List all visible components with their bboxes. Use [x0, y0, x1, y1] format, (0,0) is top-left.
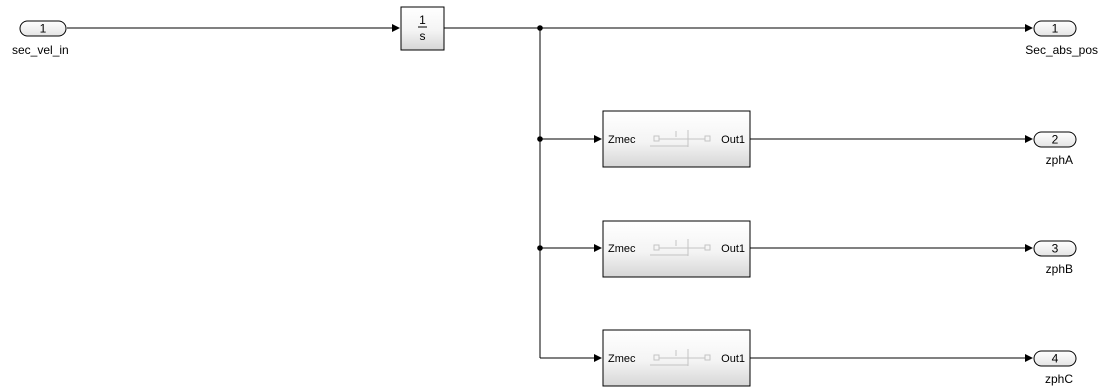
subsystem-1-output-label: Out1 [721, 134, 745, 146]
outport-zphb[interactable]: 3 zphB [1033, 240, 1077, 276]
outport-4-name: zphC [1045, 372, 1073, 386]
subsystem-1-input-label: Zmec [608, 134, 636, 146]
outport-2-number: 2 [1052, 133, 1059, 147]
outport-3-number: 3 [1052, 242, 1059, 256]
subsystem-3-inner-diagram-icon [650, 349, 711, 366]
outport-1-number: 1 [1052, 22, 1059, 36]
outport-1-name: Sec_abs_pos [1025, 43, 1098, 57]
arrowhead-subsystem-3 [594, 354, 602, 362]
integrator-block[interactable]: 1 s [400, 6, 445, 51]
arrowhead-outport-3 [1025, 244, 1033, 252]
inport-number: 1 [40, 22, 47, 36]
arrowhead-subsystem-2 [594, 244, 602, 252]
arrowhead-outport-1 [1025, 24, 1033, 32]
arrowhead-integrator-input [392, 24, 400, 32]
outport-sec-abs-pos[interactable]: 1 Sec_abs_pos [1025, 20, 1098, 57]
outport-3-name: zphB [1046, 262, 1073, 276]
subsystem-block-1[interactable]: Zmec Out1 [602, 110, 751, 168]
subsystem-block-3[interactable]: Zmec Out1 [602, 329, 751, 387]
outport-2-name: zphA [1046, 153, 1073, 167]
branch-point-1 [537, 136, 543, 142]
integrator-numerator: 1 [419, 13, 426, 27]
inport-name: sec_vel_in [12, 43, 69, 57]
branch-point-2 [537, 245, 543, 251]
subsystem-2-output-label: Out1 [721, 243, 745, 255]
arrowhead-outport-4 [1025, 354, 1033, 362]
subsystem-3-input-label: Zmec [608, 353, 636, 365]
subsystem-2-input-label: Zmec [608, 243, 636, 255]
arrowhead-subsystem-1 [594, 135, 602, 143]
branch-point-top [537, 25, 543, 31]
subsystem-1-inner-diagram-icon [650, 130, 711, 147]
arrowhead-outport-2 [1025, 135, 1033, 143]
integrator-denominator: s [420, 29, 426, 43]
subsystem-2-inner-diagram-icon [650, 239, 711, 256]
signal-lines [67, 24, 1033, 362]
subsystem-3-output-label: Out1 [721, 353, 745, 365]
outport-4-number: 4 [1052, 352, 1059, 366]
outport-zphc[interactable]: 4 zphC [1033, 350, 1077, 386]
outport-zpha[interactable]: 2 zphA [1033, 131, 1077, 167]
inport-sec-vel-in[interactable]: 1 sec_vel_in [12, 20, 69, 57]
subsystem-block-2[interactable]: Zmec Out1 [602, 220, 751, 278]
